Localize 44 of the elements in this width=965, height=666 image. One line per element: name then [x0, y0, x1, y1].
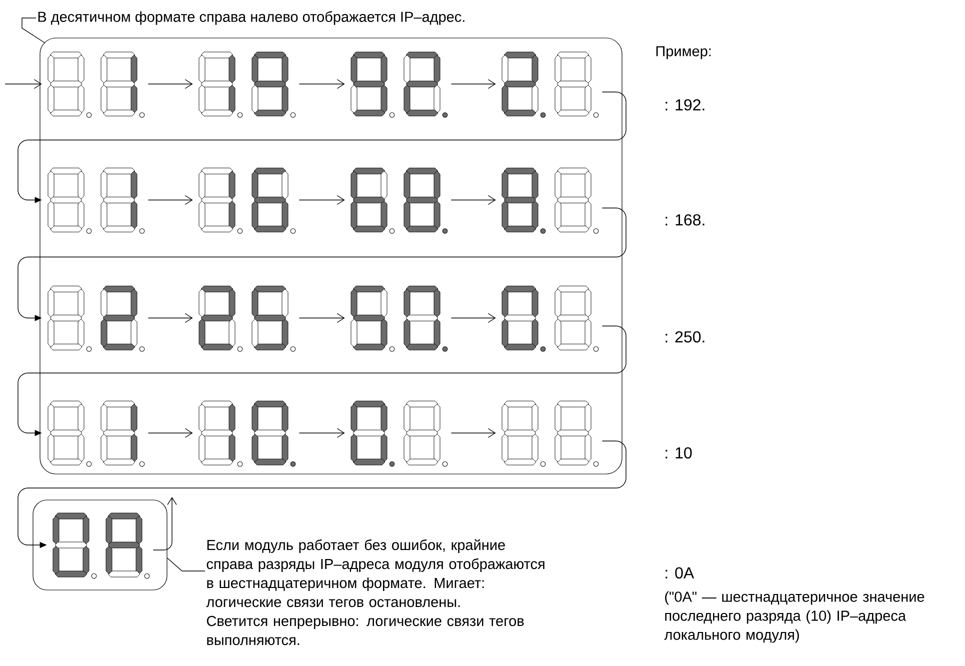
arrow: [298, 79, 345, 89]
display-drawing: [502, 286, 599, 352]
example-label: ("0A" — шестнадцатеричное значение последнего разряда (10) IP–адреса локального модуля): [664, 591, 924, 643]
display-frame: [40, 38, 622, 474]
display-drawing: [350, 286, 448, 352]
display-drawing: [502, 168, 599, 234]
arrow: [298, 428, 345, 438]
leader-line: [166, 558, 206, 572]
arrow: [450, 195, 496, 205]
note-text: Если модуль работает без ошибок, крайние справа разряды IP–адреса модуля отображаются в шестнадцатеричном формате. Мигает: логические связи тегов остановлены. Светится непрерывно: логические связи тегов выполняются.: [206, 539, 544, 646]
example-label: Пример:: [656, 46, 711, 60]
note-text: В десятичном формате справа налево отображается IP–адрес.: [38, 11, 464, 25]
arrow: [298, 195, 345, 205]
arrow: [4, 79, 42, 89]
display-drawing: [502, 52, 599, 118]
display-drawing: [198, 400, 296, 467]
example-label: : 168.: [666, 214, 704, 226]
arrow: [148, 79, 193, 89]
display-drawing: [198, 286, 296, 352]
arrow: [450, 428, 496, 438]
example-label: : 192.: [666, 99, 704, 111]
arrow: [450, 79, 496, 89]
example-label: : 0A: [666, 567, 694, 579]
display-drawing: [198, 52, 296, 118]
arrow: [450, 313, 496, 323]
display-drawing: [48, 52, 145, 118]
arrow: [148, 195, 193, 205]
display-drawing: [48, 286, 145, 352]
display-drawing: [198, 168, 296, 234]
arrow: [152, 497, 177, 550]
display-drawing: [350, 168, 448, 234]
display-drawing: [48, 400, 145, 467]
display-frame: [32, 500, 168, 590]
example-label: : 10: [666, 447, 692, 459]
display-drawing: [350, 52, 448, 118]
example-label: : 250.: [666, 331, 704, 343]
arrow: [148, 313, 193, 323]
arrow: [298, 313, 345, 323]
display-drawing: [502, 400, 599, 467]
leader-line: [22, 18, 46, 44]
display-drawing: [350, 400, 448, 467]
display-drawing: [52, 512, 150, 579]
display-drawing: [48, 168, 145, 234]
arrow: [148, 428, 193, 438]
